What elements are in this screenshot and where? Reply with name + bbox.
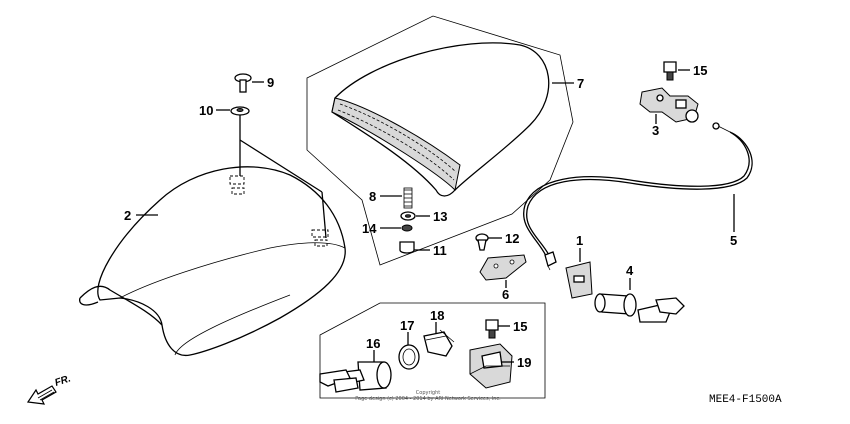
- seat-lock-3: [639, 87, 699, 123]
- callout-12: 12: [505, 231, 519, 246]
- callout-16: 19: [517, 355, 531, 370]
- bolt-15-lower: [485, 319, 499, 339]
- bolt-9: [234, 73, 252, 93]
- callout-6: 6: [502, 287, 509, 302]
- callout-10: 10: [199, 103, 213, 118]
- callout-7: 7: [577, 76, 584, 91]
- callout-11: 11: [433, 243, 447, 258]
- bracket-6: [479, 254, 527, 281]
- seat-catch-16: [469, 343, 513, 389]
- callout-15-upper: 15: [693, 63, 707, 78]
- callout-13: 13: [433, 209, 447, 224]
- callout-18: 17: [400, 318, 414, 333]
- front-direction-arrow: FR.: [26, 373, 73, 405]
- grommet-10: [230, 106, 250, 116]
- spring-8: [403, 187, 413, 209]
- copyright-line-2: Page design (c) 2004 - 2014 by ARI Netwo…: [355, 396, 501, 402]
- callout-14: 14: [362, 221, 377, 236]
- key-cylinder-17: [319, 361, 392, 393]
- callout-1: 1: [576, 233, 583, 248]
- screw-11: [399, 241, 415, 254]
- callout-5: 5: [730, 233, 737, 248]
- callout-15-lower: 15: [513, 319, 527, 334]
- copyright-line-1: Copyright: [416, 390, 440, 396]
- leader-lines: [136, 69, 735, 363]
- callout-17: 16: [366, 336, 380, 351]
- screw-12: [475, 233, 489, 251]
- lower-parts-box: [319, 302, 546, 399]
- ring-18: [398, 344, 420, 370]
- callout-19: 18: [430, 308, 444, 323]
- bolt-15-upper: [663, 61, 677, 81]
- passenger-seat: [331, 42, 550, 197]
- callout-9: 9: [267, 75, 274, 90]
- stay-1: [565, 261, 593, 299]
- passenger-seat-box: [306, 15, 574, 266]
- washer-14: [401, 224, 413, 232]
- callout-4: 4: [626, 263, 634, 278]
- seat-lock-cable-5: [523, 122, 753, 271]
- callout-labels: 9 10 2 7 8 13 14 11 12 6 15 3 1 4 5 15 1…: [124, 63, 737, 370]
- callout-2: 2: [124, 208, 131, 223]
- lock-cylinder-4: [594, 293, 685, 323]
- lock-plate-19: [423, 329, 455, 357]
- front-label: FR.: [54, 373, 73, 388]
- diagram-code: MEE4-F1500A: [709, 394, 782, 406]
- rider-seat: [78, 166, 346, 357]
- callout-3: 3: [652, 123, 659, 138]
- washer-13: [400, 211, 416, 221]
- callout-8: 8: [369, 189, 376, 204]
